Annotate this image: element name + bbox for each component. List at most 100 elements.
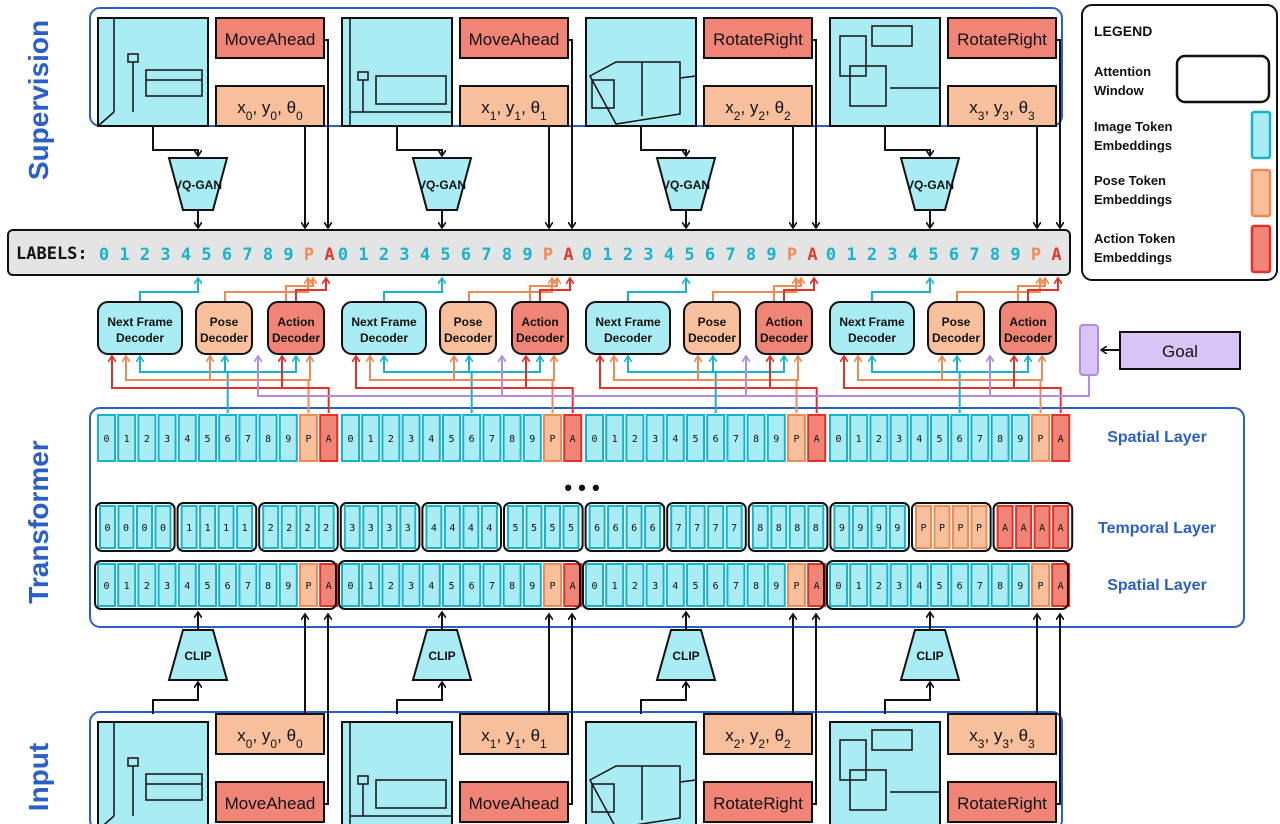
decoder-label: Decoder	[444, 331, 492, 345]
action-label-0: MoveAhead	[225, 30, 316, 49]
token-label: 5	[692, 581, 698, 592]
frame-image-1	[342, 722, 452, 824]
token-label: 1	[124, 581, 130, 592]
token-label: P	[939, 523, 945, 534]
label-token: 2	[140, 245, 150, 265]
decoder-label: Decoder	[688, 331, 736, 345]
token-label: 2	[268, 523, 274, 534]
label-token: P	[304, 245, 314, 265]
token-label: 3	[405, 523, 411, 534]
token-label: 5	[549, 523, 555, 534]
token-label: 5	[692, 434, 698, 445]
token-label: A	[570, 581, 576, 592]
legend-label: Embeddings	[1094, 192, 1172, 207]
action-swatch	[1252, 226, 1270, 272]
token-label: 4	[672, 581, 678, 592]
label-token: A	[807, 245, 817, 265]
token-label: A	[1058, 434, 1064, 445]
token-label: 4	[468, 523, 474, 534]
action-to-tokens-arrow	[324, 614, 328, 804]
token-label: 4	[916, 434, 922, 445]
token-label: 9	[894, 523, 900, 534]
token-label: 3	[408, 434, 414, 445]
token-label: 8	[776, 523, 782, 534]
token-label: 7	[489, 434, 495, 445]
token-label: 4	[431, 523, 437, 534]
token-label: 6	[613, 523, 619, 534]
label-token: 6	[461, 245, 471, 265]
label-token: 6	[222, 245, 232, 265]
action-label-2: RotateRight	[713, 794, 803, 813]
token-label: 1	[124, 434, 130, 445]
layer-ellipsis: • • •	[564, 475, 599, 500]
token-label: P	[305, 581, 311, 592]
token-label: 6	[713, 581, 719, 592]
action-to-labels-arrow	[324, 40, 328, 228]
label-token: 0	[826, 245, 836, 265]
token-label: 7	[731, 523, 737, 534]
input-frame-3: RotateRightx3, y3, θ3	[830, 714, 1056, 824]
input-frame-0: MoveAheadx0, y0, θ0	[98, 714, 324, 824]
token-label: 8	[509, 434, 515, 445]
vqgan-encoder-0: VQ-GAN	[169, 158, 227, 210]
token-label: P	[1037, 434, 1043, 445]
next-frame-to-labels-arrow	[140, 278, 198, 302]
frame-image-bg	[830, 722, 940, 824]
attention-swatch	[1177, 56, 1269, 102]
label-token: A	[324, 245, 334, 265]
input-title: Input	[23, 743, 54, 811]
token-label: 4	[184, 581, 190, 592]
frame-image-2	[586, 18, 696, 126]
token-label: P	[976, 523, 982, 534]
token-label: P	[549, 581, 555, 592]
token-label: 9	[529, 434, 535, 445]
clip-encoder-3: CLIP	[901, 630, 959, 680]
label-token: 5	[440, 245, 450, 265]
image-to-clip-arrow	[641, 682, 686, 714]
token-label: 0	[160, 523, 166, 534]
token-label: 9	[1017, 581, 1023, 592]
token-label: 3	[652, 581, 658, 592]
label-token: 4	[664, 245, 674, 265]
decoder-label: Next Frame	[595, 315, 661, 329]
token-label: 6	[469, 581, 475, 592]
next-frame-to-labels-arrow	[872, 278, 930, 302]
token-label: 5	[448, 434, 454, 445]
label-token: 0	[99, 245, 109, 265]
token-label: 8	[997, 434, 1003, 445]
token-label: A	[814, 581, 820, 592]
token-label: 2	[632, 581, 638, 592]
supervision-frames: MoveAheadx0, y0, θ0MoveAheadx1, y1, θ1Ro…	[98, 18, 1056, 126]
token-label: 5	[204, 581, 210, 592]
cyan-feature-arrow-2	[469, 356, 472, 372]
image-to-clip-arrow	[397, 682, 442, 714]
frame-image-0	[98, 722, 208, 824]
token-label: P	[957, 523, 963, 534]
token-label: 6	[594, 523, 600, 534]
label-token: 7	[242, 245, 252, 265]
token-label: A	[326, 434, 332, 445]
label-token: 9	[522, 245, 532, 265]
token-label: A	[1039, 523, 1045, 534]
frame-image-3	[830, 722, 940, 824]
cyan-feature-arrow-3	[960, 356, 1028, 372]
pose-feature-arrow-3	[309, 356, 311, 380]
token-label: 5	[204, 434, 210, 445]
frame-image-2	[586, 722, 696, 824]
token-label: 5	[568, 523, 574, 534]
label-token: 0	[582, 245, 592, 265]
token-label: 1	[368, 434, 374, 445]
goal-feature-arrow	[258, 356, 1089, 396]
label-token: 1	[846, 245, 856, 265]
token-label: 7	[489, 581, 495, 592]
label-token: 7	[969, 245, 979, 265]
action-label-1: MoveAhead	[469, 30, 560, 49]
label-token: 7	[725, 245, 735, 265]
token-label: 1	[612, 581, 618, 592]
token-label: 9	[857, 523, 863, 534]
token-label: 2	[876, 581, 882, 592]
supervision-frame-2: RotateRightx2, y2, θ2	[586, 18, 812, 126]
token-label: A	[1002, 523, 1008, 534]
